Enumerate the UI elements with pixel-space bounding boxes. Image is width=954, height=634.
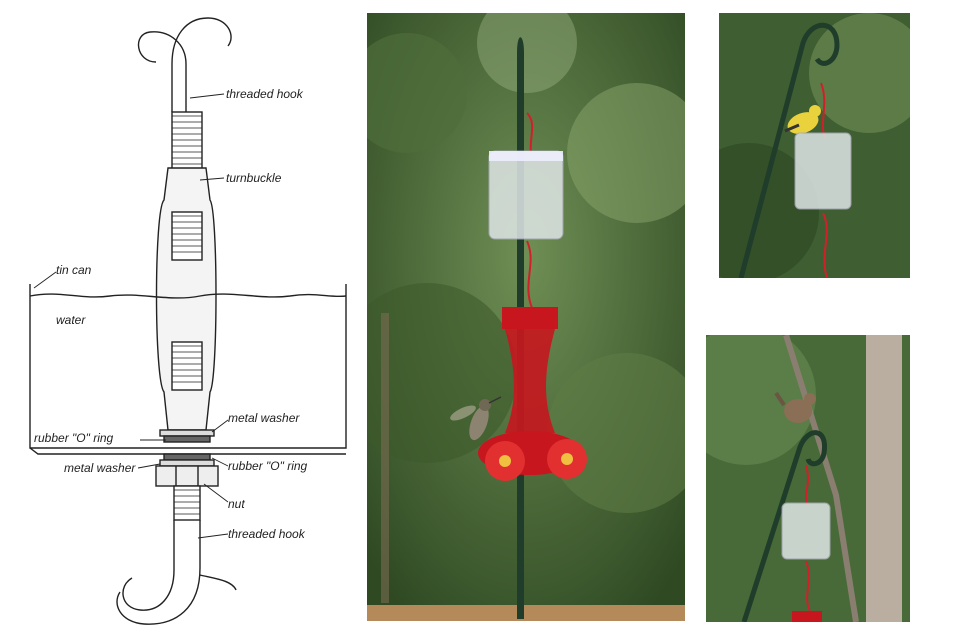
shepherd-pole	[738, 22, 840, 278]
bottom-hook	[116, 520, 237, 625]
label-threaded-hook-bottom: threaded hook	[228, 527, 306, 541]
goldfinch	[784, 105, 821, 134]
ant-moat-diagram: threaded hook turnbuckle tin can water m…	[29, 17, 347, 625]
red-nectar-feeder	[478, 307, 587, 481]
ant-moat-cup	[794, 132, 852, 210]
top-thread	[171, 111, 203, 173]
label-turnbuckle: turnbuckle	[226, 171, 282, 185]
hummingbird-feeder-photo	[367, 13, 685, 621]
shepherd-pole	[741, 430, 827, 622]
water-line	[29, 293, 347, 299]
turnbuckle-body	[155, 167, 217, 431]
tin-can-outline	[29, 284, 347, 455]
rubber-o-ring-upper	[163, 435, 211, 443]
label-water: water	[56, 313, 86, 327]
rubber-o-ring-lower	[163, 453, 211, 461]
label-metal-washer-left: metal washer	[64, 461, 136, 475]
label-tin-can: tin can	[56, 263, 92, 277]
ant-moat-cup	[488, 150, 564, 240]
metal-washer-upper	[159, 429, 215, 437]
wren-photo	[706, 335, 910, 622]
top-hook	[137, 17, 232, 112]
bottom-thread	[173, 485, 201, 521]
label-metal-washer-right: metal washer	[228, 411, 300, 425]
hummingbird	[450, 396, 502, 441]
nut	[155, 465, 219, 487]
label-threaded-hook-top: threaded hook	[226, 87, 304, 101]
label-rubber-o-ring-left: rubber "O" ring	[34, 431, 114, 445]
label-nut: nut	[228, 497, 245, 511]
label-rubber-o-ring-right: rubber "O" ring	[228, 459, 308, 473]
metal-washer-lower	[159, 459, 215, 467]
ant-moat-cup	[781, 502, 831, 560]
goldfinch-photo	[719, 13, 910, 278]
wren	[774, 391, 816, 423]
